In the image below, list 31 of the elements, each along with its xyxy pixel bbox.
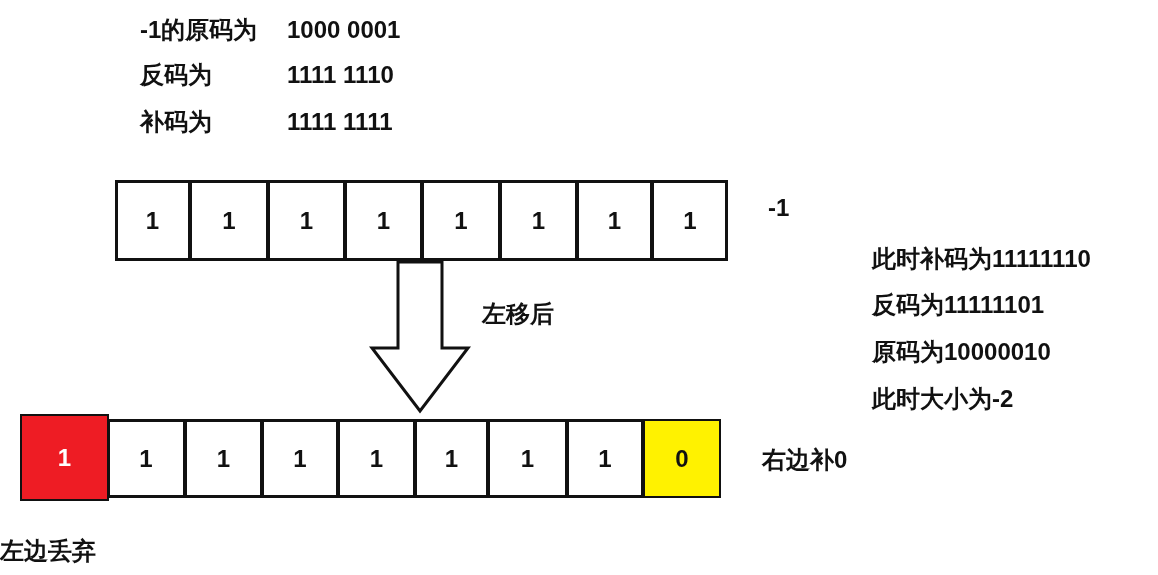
note-text: 补码为: [140, 108, 212, 136]
bit-cell: 1: [345, 180, 422, 261]
bit-cell: 1: [577, 180, 652, 261]
register-strip: [115, 180, 728, 261]
side-note: 右边补0: [762, 446, 848, 474]
bit-cell: 1: [567, 419, 643, 498]
edge-label: 左移后: [482, 300, 554, 328]
note-text: 此时补码为11111110: [872, 245, 1091, 273]
bit-cell: 1: [500, 180, 577, 261]
bit-cell: 1: [422, 180, 500, 261]
note-text: 1111 1111: [287, 108, 393, 136]
note-text: 此时大小为-2: [872, 385, 1014, 413]
register-strip: [107, 419, 721, 498]
bit-cell: 1: [338, 419, 415, 498]
note-text: -1的原码为: [140, 16, 258, 44]
block-arrow: [368, 260, 472, 414]
side-note: 左边丢弃: [0, 537, 96, 565]
bit-cell: 1: [185, 419, 262, 498]
note-text: 原码为10000010: [872, 338, 1051, 366]
bit-cell: 1: [415, 419, 488, 498]
bit-cell: 1: [488, 419, 567, 498]
note-text: 1000 0001: [287, 16, 401, 44]
note-text: 反码为11111101: [872, 291, 1045, 319]
bit-cell: 1: [268, 180, 345, 261]
bit-cell: 1: [190, 180, 268, 261]
bit-cell: 1: [20, 414, 109, 501]
bit-cell: 0: [643, 419, 721, 498]
note-text: 1111 1110: [287, 61, 394, 89]
side-note: -1: [768, 194, 790, 222]
bit-cell: 1: [262, 419, 338, 498]
note-text: 反码为: [140, 61, 212, 89]
